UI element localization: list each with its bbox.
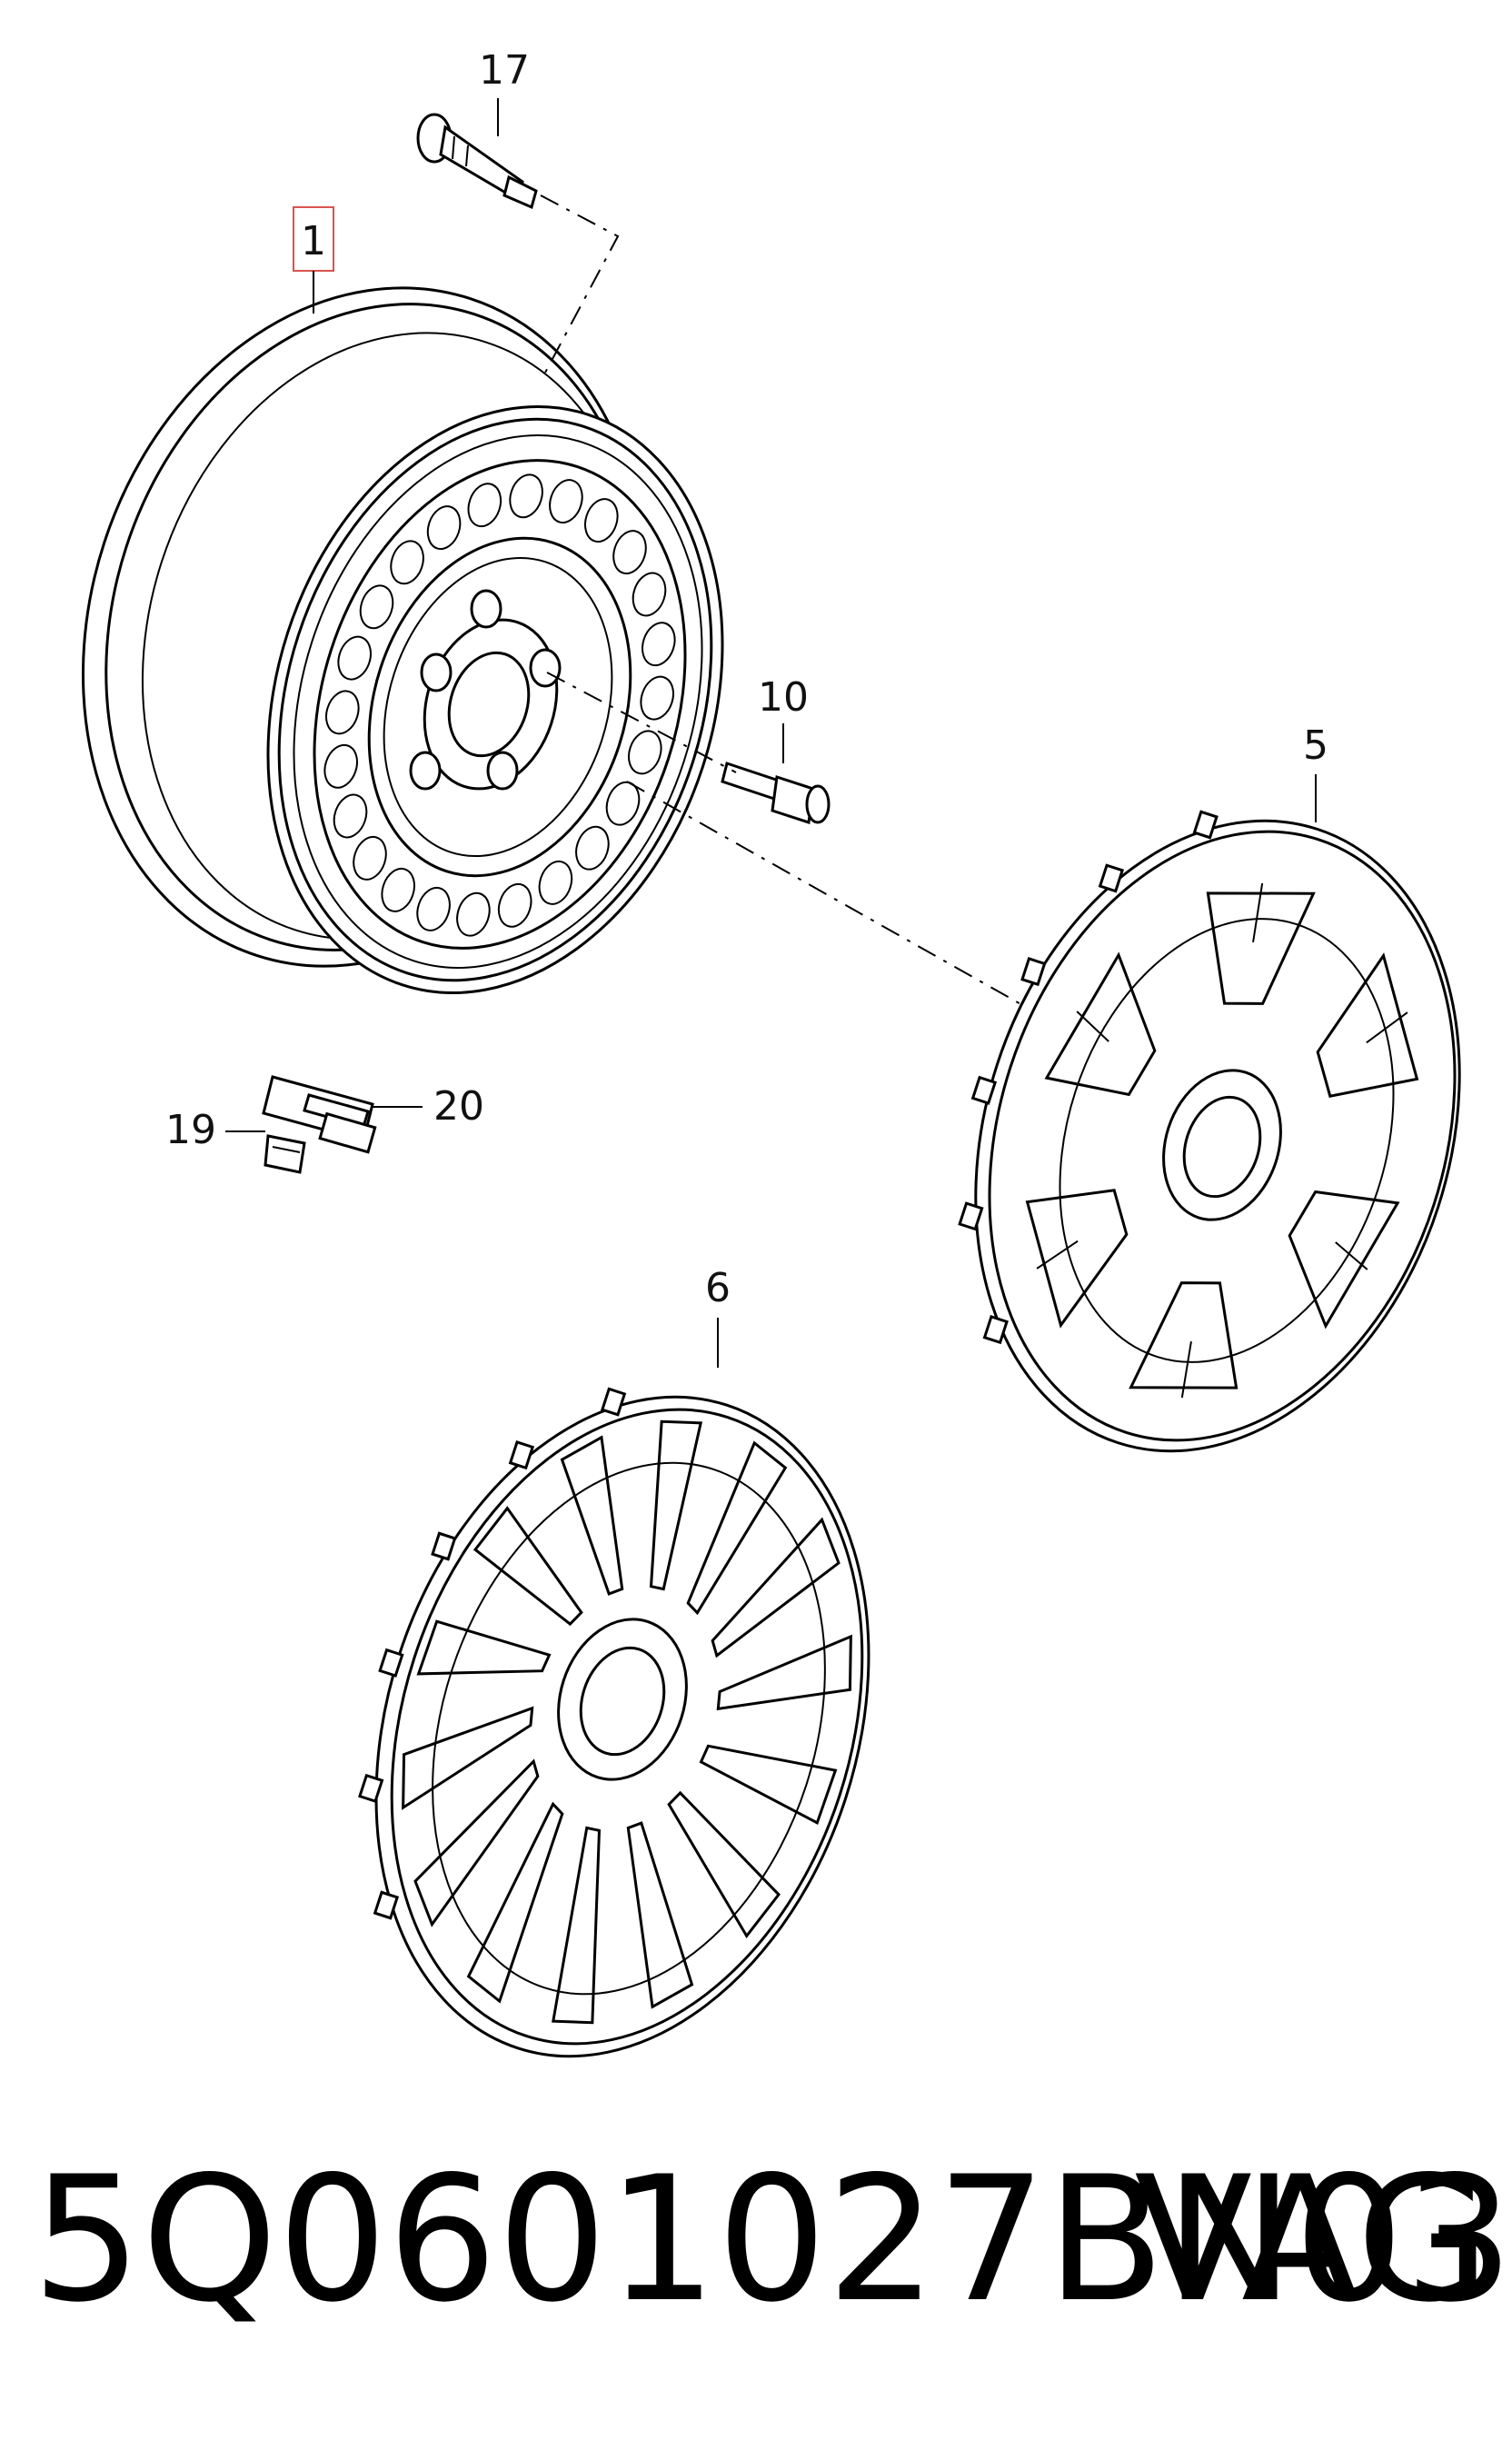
clip-tab [1098, 863, 1125, 893]
vent-hole [325, 690, 360, 735]
vent-hole [509, 473, 543, 519]
wheel-cover-5[interactable] [898, 758, 1512, 1515]
vent-hole [416, 886, 451, 931]
part-number: 5Q0601027BN03C [32, 2139, 1512, 2340]
vent-hole [426, 505, 462, 551]
callout-label-hubcap-b: 6 [705, 1265, 731, 1311]
clip-tab [970, 1075, 998, 1105]
vent-hole [628, 730, 662, 775]
vent-hole [390, 540, 424, 585]
vent-hole [584, 498, 619, 543]
cover-slot [416, 1619, 552, 1676]
cover-slot [413, 1758, 540, 1927]
cover-window [1316, 952, 1419, 1098]
vent-hole [497, 882, 532, 928]
cover-slot [711, 1517, 841, 1658]
steel-wheel[interactable] [0, 214, 795, 1052]
vent-hole [640, 675, 674, 721]
wheel-cover-6[interactable] [295, 1332, 950, 2120]
vent-hole [642, 622, 676, 667]
brand-label: VAG [1134, 2139, 1490, 2340]
callout-label-hubcap-a: 5 [1303, 722, 1328, 769]
cover-slot [667, 1790, 781, 1939]
cover-5-windows [1025, 882, 1419, 1399]
valve-clip[interactable] [264, 1134, 306, 1174]
cover-window [1129, 1281, 1238, 1389]
vent-hole [337, 635, 372, 681]
cover-slot [402, 1706, 534, 1810]
clip-tab [508, 1440, 535, 1470]
callout-19[interactable]: 19 [165, 1107, 265, 1153]
clip-tab [1020, 957, 1047, 987]
clip-tab [431, 1531, 457, 1561]
cover-window [1206, 891, 1316, 1005]
clip-tab [982, 1315, 1009, 1345]
callout-1[interactable]: 1 [293, 206, 334, 314]
clip-tab [958, 1201, 984, 1231]
callout-label-clip: 19 [165, 1107, 216, 1153]
vent-hole [467, 483, 502, 528]
cover-window [1044, 951, 1157, 1097]
bolt-holes [409, 589, 562, 791]
callout-label-valve: 17 [479, 47, 530, 94]
cover-6-clips [358, 1387, 627, 1920]
cover-slot [686, 1440, 788, 1616]
cover-5-clips [958, 810, 1219, 1345]
vent-hole [323, 743, 358, 789]
cover-slot [466, 1801, 564, 2004]
vent-hole [538, 860, 573, 905]
valve-stem[interactable] [416, 113, 538, 210]
callout-label-wheel: 1 [301, 218, 326, 264]
cover-6-slots [402, 1419, 852, 2025]
callout-label-sensor: 20 [433, 1083, 484, 1130]
callout-label-bolt: 10 [758, 674, 809, 721]
wheel-bolt[interactable] [721, 762, 831, 824]
vent-hole [456, 891, 491, 937]
cover-window [1288, 1190, 1400, 1330]
tpms-sensor[interactable] [262, 1075, 377, 1154]
vent-hole [333, 793, 368, 839]
vent-hole [575, 825, 610, 871]
cover-slot [716, 1634, 852, 1711]
callout-6[interactable]: 6 [705, 1265, 731, 1368]
vent-hole [549, 479, 583, 524]
vent-hole [632, 572, 667, 617]
clip-tab [600, 1387, 627, 1417]
callout-20[interactable]: 20 [373, 1083, 484, 1130]
cover-slot [552, 1826, 602, 2025]
cover-slot [626, 1821, 694, 2009]
clip-tab [358, 1773, 384, 1803]
vent-hole [359, 584, 394, 630]
clip-tab [1192, 810, 1219, 840]
cover-window [1025, 1189, 1129, 1329]
cover-slot [699, 1744, 838, 1825]
cover-slot [560, 1435, 624, 1596]
vent-hole [381, 867, 415, 912]
callout-10[interactable]: 10 [758, 674, 809, 763]
cover-slot [472, 1506, 583, 1627]
clip-tab [378, 1648, 404, 1678]
vent-hole [353, 835, 387, 881]
clip-tab [373, 1890, 400, 1920]
vent-hole [612, 530, 647, 575]
cover-slot [649, 1419, 703, 1591]
callout-17[interactable]: 17 [479, 47, 530, 136]
ventilation-holes [323, 473, 676, 937]
callout-5[interactable]: 5 [1303, 722, 1328, 822]
